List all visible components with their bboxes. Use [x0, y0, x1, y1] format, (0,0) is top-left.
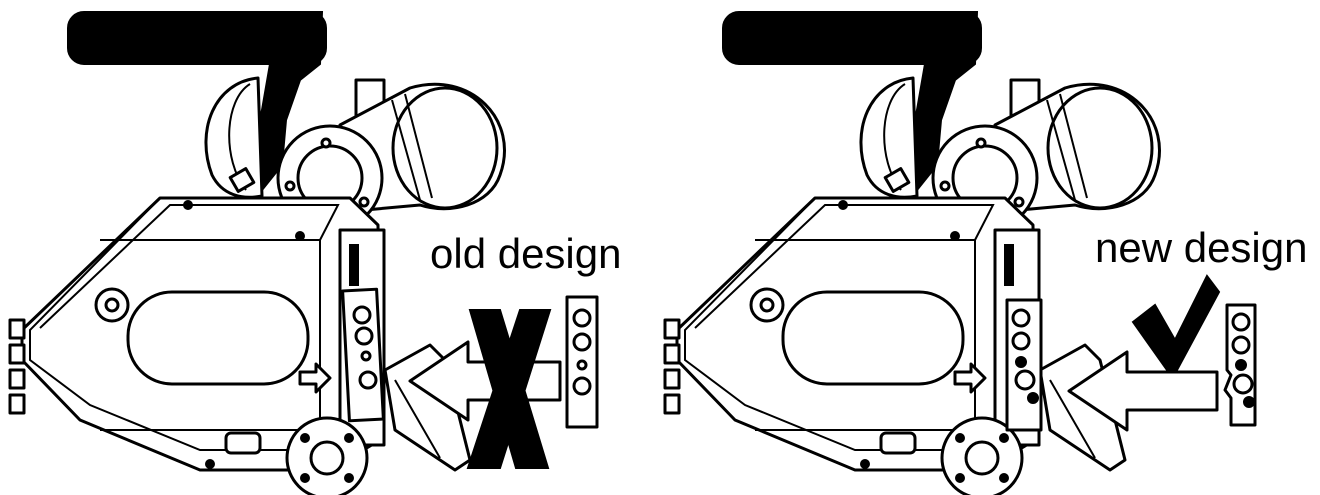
left-panel: old design	[8, 10, 621, 495]
old-mounting-plate	[565, 295, 599, 429]
check-mark-icon	[1131, 274, 1221, 371]
old-design-label: old design	[430, 230, 621, 277]
insert-arrow	[1067, 350, 1219, 432]
mounted-plate	[1005, 298, 1043, 432]
insert-arrow	[408, 340, 562, 422]
new-mounting-plate	[1223, 303, 1257, 427]
camera-drawing	[663, 10, 1161, 495]
mounted-plate	[341, 287, 385, 423]
x-mark-icon	[466, 309, 552, 469]
right-panel: new design	[663, 10, 1307, 495]
new-design-label: new design	[1095, 224, 1307, 271]
